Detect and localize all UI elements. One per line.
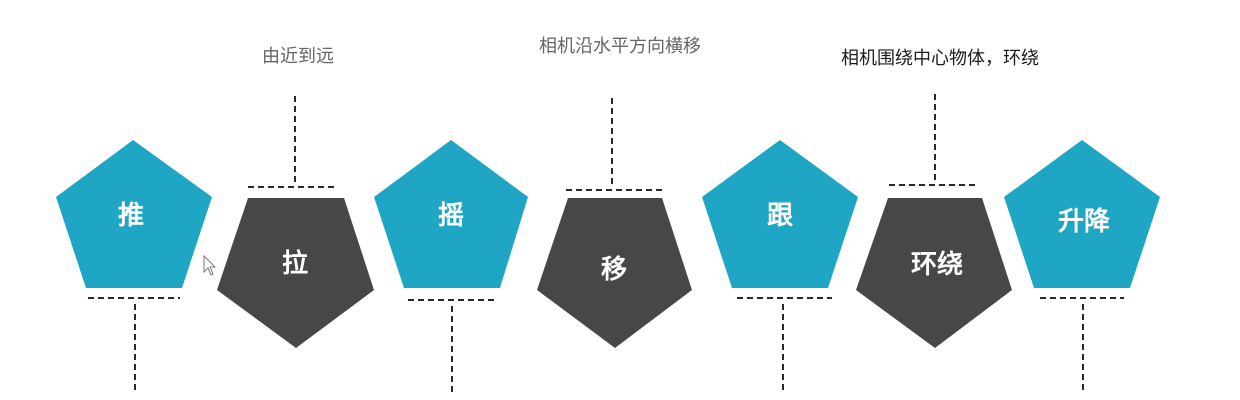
label-yao: 摇 [438,201,464,231]
connector-shengjiang [1040,297,1124,392]
pentagon-yi [537,198,692,348]
caption-huanrao: 相机围绕中心物体，环绕 [841,48,1039,69]
pentagon-la [217,198,374,348]
pentagon-huanrao [856,198,1012,348]
pentagon-gen [702,140,858,288]
caption-yi: 相机沿水平方向横移 [539,36,701,57]
pentagon-yao [374,140,528,288]
label-gen: 跟 [767,201,793,231]
label-tui: 推 [118,201,144,231]
label-huanrao: 环绕 [911,249,963,280]
label-la: 拉 [282,248,308,279]
mouse-cursor-icon [203,254,217,276]
connector-tui [88,297,180,392]
pentagon-tui [56,140,212,288]
label-yi: 移 [601,255,627,285]
connector-yi [566,98,662,191]
label-shengjiang: 升降 [1058,207,1111,237]
connector-gen [737,297,832,392]
pentagon-shengjiang [1004,140,1160,288]
caption-la: 由近到远 [262,46,334,67]
connector-huanrao [889,94,978,186]
connector-la [248,96,336,188]
connector-yao [408,299,496,392]
